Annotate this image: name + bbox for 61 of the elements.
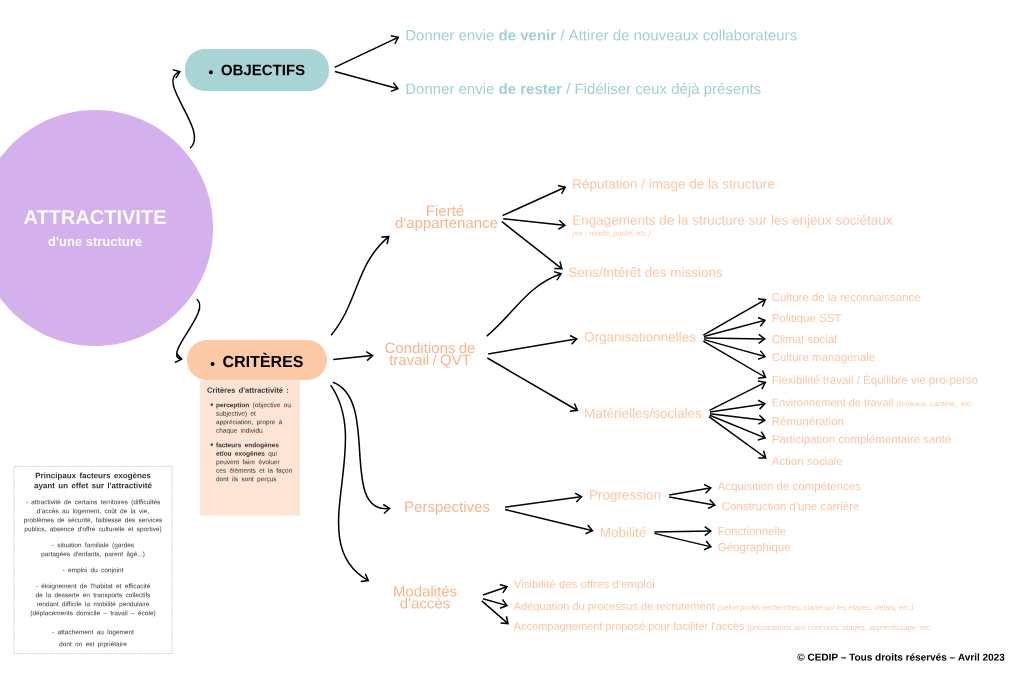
item-text: Visibilité des offres d'emploi: [513, 579, 654, 591]
arrow: [708, 380, 767, 412]
arrow: [708, 415, 767, 459]
arrow: [702, 340, 767, 379]
arrow: [709, 413, 767, 425]
arrow: [174, 298, 201, 364]
item-text: Action sociale: [771, 456, 843, 466]
arrow: [504, 492, 583, 508]
arrow: [333, 35, 400, 69]
criterion-heading: Fierté d'appartenance: [395, 204, 498, 232]
sub-criterion: Matérielles/sociales: [585, 407, 702, 419]
sub-criterion: Réputation / image de la structure: [573, 178, 775, 192]
item-text: Climat social: [772, 334, 837, 344]
item-text: Construction d'une carrière: [722, 501, 859, 511]
arrow: [709, 399, 767, 413]
copyright-note: © CEDIP – Tous droits réservés – Avril 2023: [797, 653, 1005, 661]
sub-criterion: Organisationnelles: [584, 331, 696, 345]
arrow: [330, 235, 390, 336]
arrow: [501, 220, 563, 270]
arrow: [501, 184, 567, 217]
arrow: [329, 384, 370, 583]
arrow: [334, 70, 400, 93]
item-text: Acquisition de compétences: [717, 481, 861, 493]
item-text: Culture managériale: [772, 352, 875, 364]
arrow: [653, 532, 713, 551]
arrow: [332, 350, 374, 362]
arrow: [482, 597, 509, 609]
arrow: [481, 600, 509, 625]
criterion-heading: Modalités d'accès: [394, 585, 457, 609]
arrow: [708, 414, 767, 441]
objective-text: Donner envie de venir / Attirer de nouveaux collaborateurs: [406, 29, 797, 41]
arrow: [504, 508, 594, 535]
arrow: [703, 316, 767, 338]
arrow: [702, 297, 767, 336]
item-text: Rémunération: [772, 416, 844, 426]
sub-criterion: Mobilité: [600, 526, 646, 538]
sub-criterion: Sens/Intérêt des missions: [568, 266, 723, 278]
arrow: [482, 583, 509, 596]
item-text: Flexibilité travail / Équilibre vie pro-perso: [772, 373, 978, 387]
arrow: [502, 217, 567, 230]
item-text: Participation complémentaire santé: [772, 434, 951, 446]
arrow: [668, 496, 717, 510]
arrow: [487, 334, 578, 355]
objective-text: Donner envie de rester / Fidéliser ceux déjà présents: [406, 82, 761, 98]
category-pill: OBJECTIFS: [185, 49, 329, 91]
arrow: [171, 68, 196, 149]
item-text: Culture de la reconnaissance: [772, 292, 921, 302]
sub-criterion: Progression: [590, 489, 661, 503]
arrow: [653, 525, 712, 537]
criterion-heading: Perspectives: [405, 501, 490, 515]
arrow: [703, 338, 767, 361]
item-text: Fonctionnelle: [718, 526, 786, 536]
arrow: [332, 381, 391, 515]
arrow: [668, 483, 713, 496]
arrow: [703, 333, 766, 345]
item-text: Politique SST: [772, 313, 842, 325]
arrow: [486, 270, 563, 337]
arrow: [486, 357, 579, 412]
criterion-heading: Conditions de travail / QVT: [385, 342, 475, 368]
category-pill: CRITÈRES: [187, 340, 327, 380]
item-text: Géographique: [718, 542, 791, 554]
